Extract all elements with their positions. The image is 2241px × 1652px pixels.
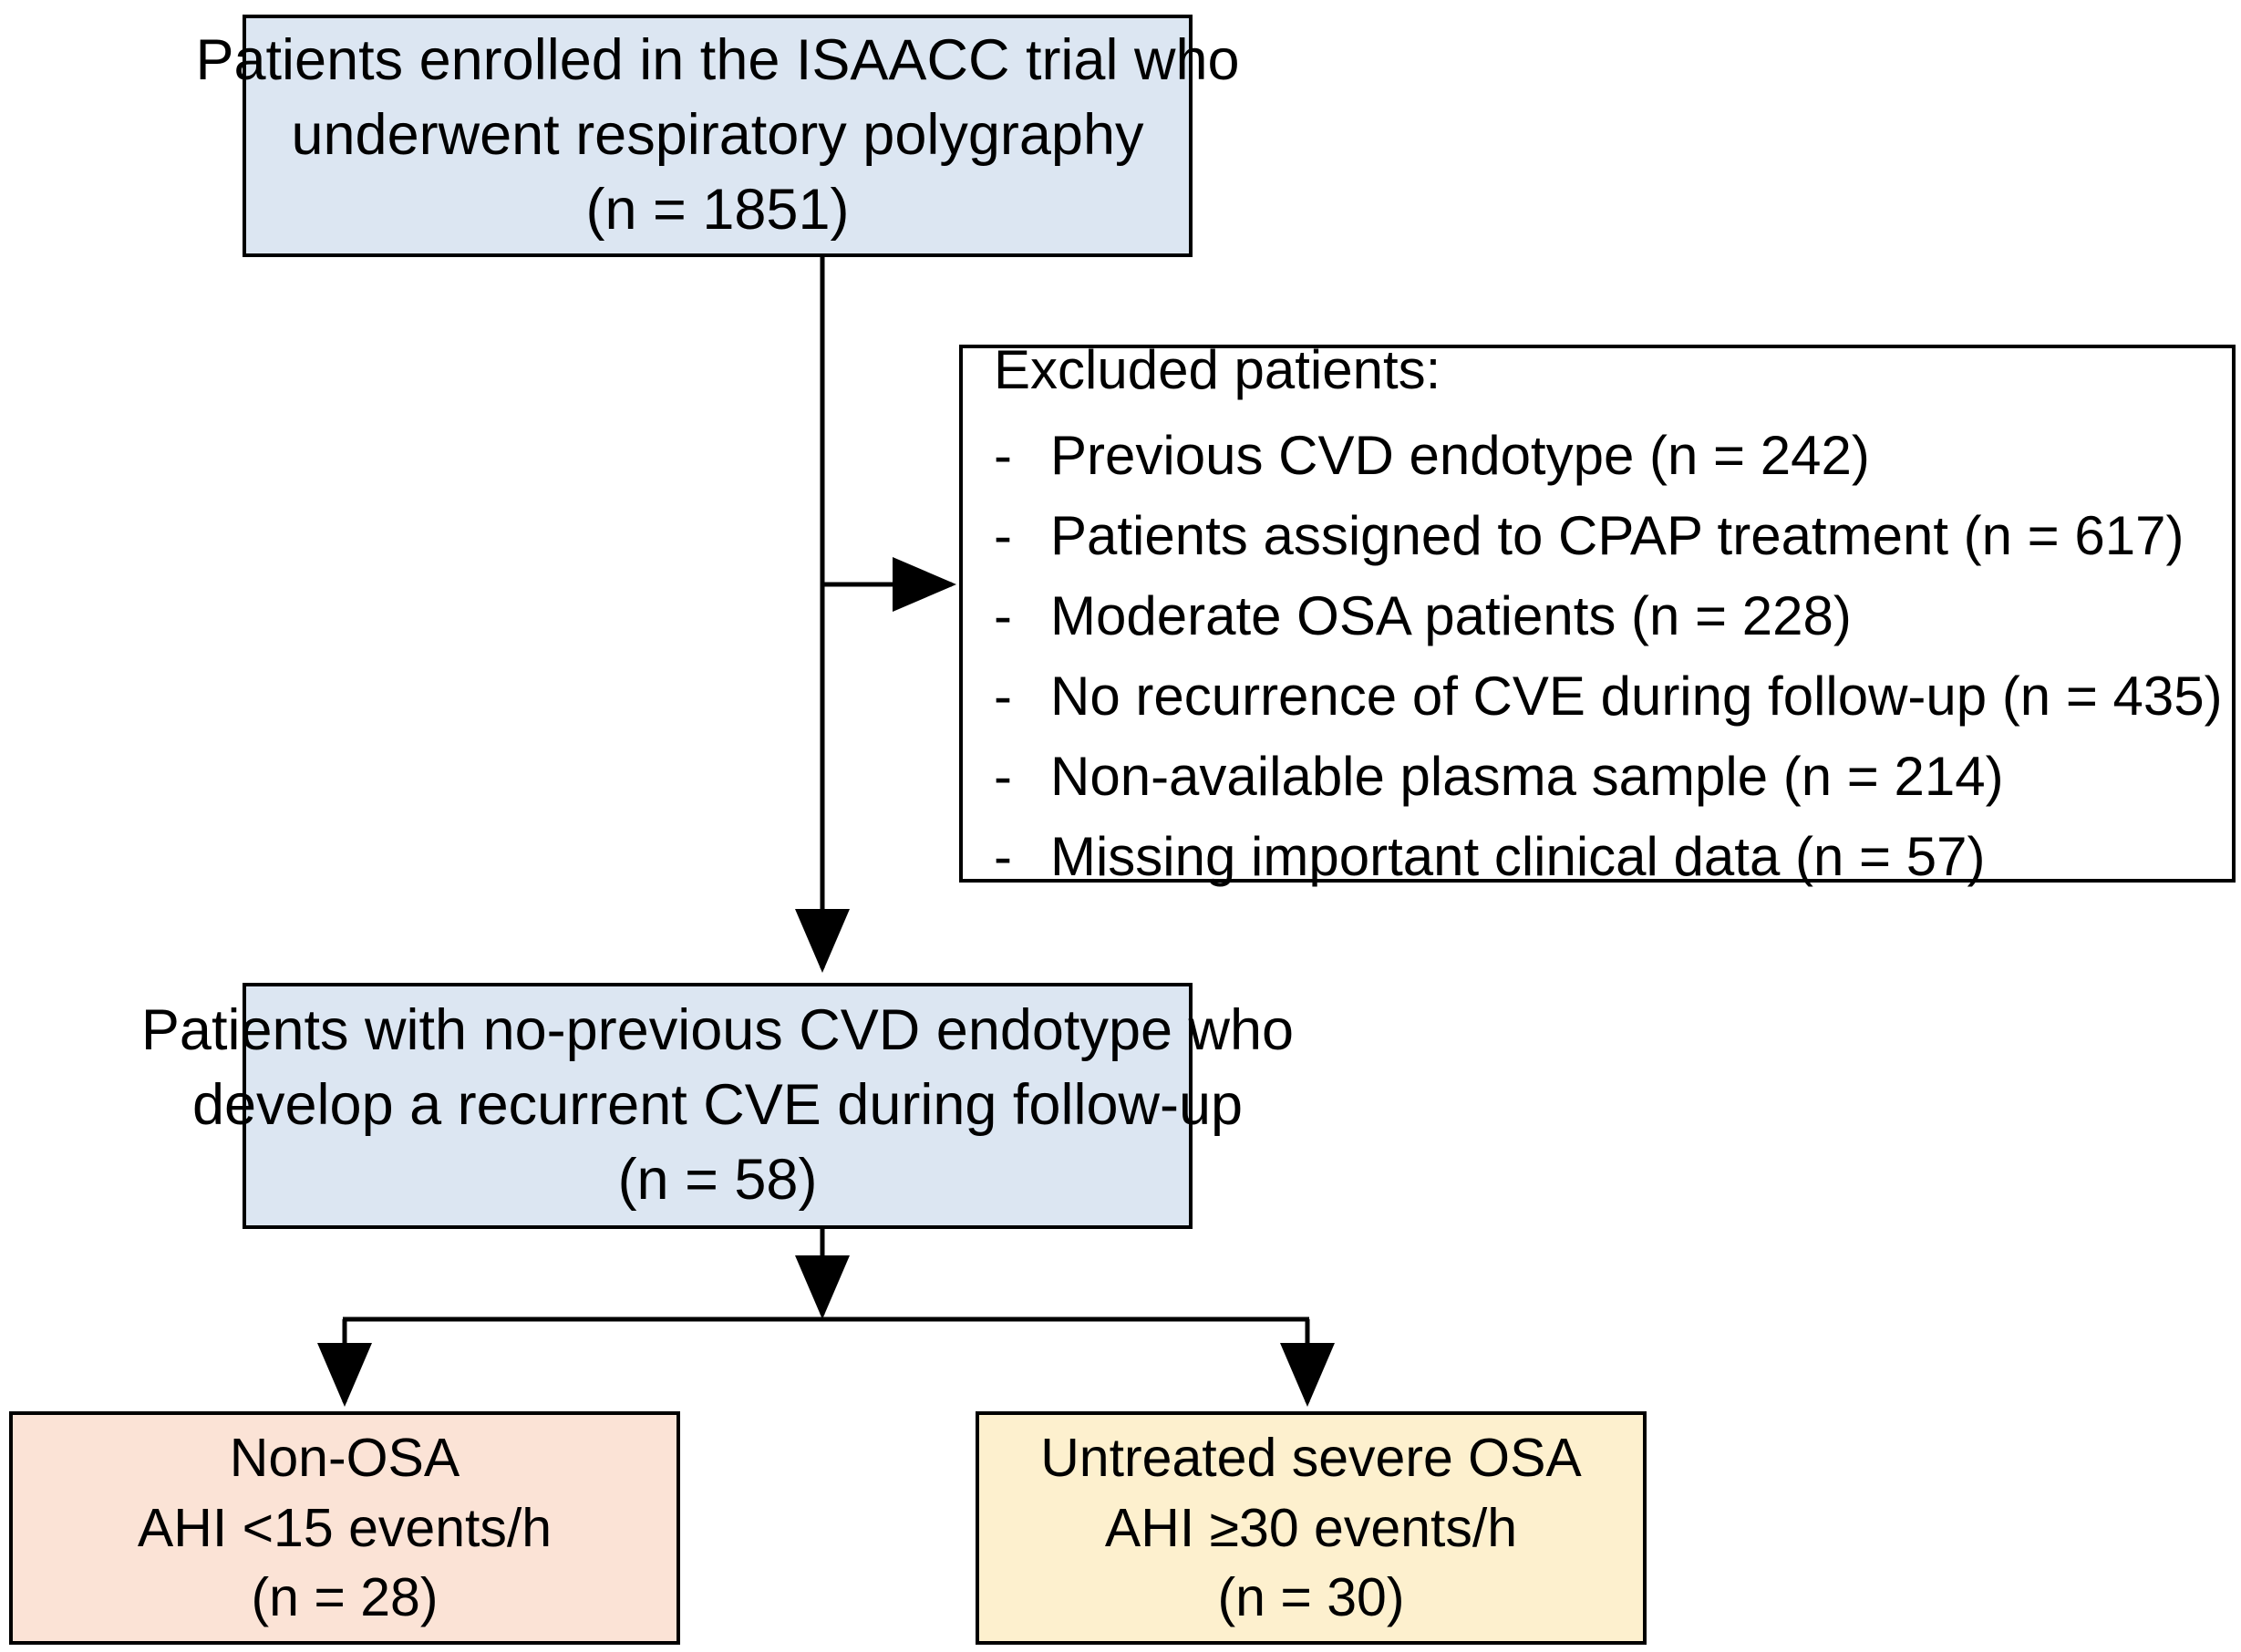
list-bullet-icon: - [994, 826, 1012, 887]
excluded-list-item: - Missing important clinical data (n = 5… [994, 821, 2223, 893]
node-enrolled-patients: Patients enrolled in the ISAACC trial wh… [195, 15, 1240, 257]
excluded-item-label: Missing important clinical data (n = 57) [1050, 826, 1986, 887]
node-non-osa-title: Non-OSA [229, 1427, 460, 1488]
node-non-osa: Non-OSA AHI <15 events/h (n = 28) [9, 1411, 680, 1645]
node-non-osa-criterion: AHI <15 events/h [137, 1497, 553, 1558]
list-bullet-icon: - [994, 746, 1012, 807]
node-excluded-patients: Excluded patients: - Previous CVD endoty… [959, 339, 2236, 887]
node-eligible-line-2: develop a recurrent CVE during follow-up [191, 1073, 1244, 1138]
excluded-item-label: No recurrence of CVE during follow-up (n… [1050, 666, 2223, 727]
excluded-list: - Previous CVD endotype (n = 242) - Pati… [994, 411, 2223, 893]
excluded-list-item: - Moderate OSA patients (n = 228) [994, 581, 2223, 652]
excluded-list-item: - Patients assigned to CPAP treatment (n… [994, 501, 2223, 572]
node-enrolled-line-2: underwent respiratory polygraphy [291, 103, 1144, 168]
node-eligible-patients: Patients with no-previous CVD endotype w… [141, 983, 1294, 1229]
excluded-list-item: - Non-available plasma sample (n = 214) [994, 741, 2223, 812]
node-severe-osa-criterion: AHI ≥30 events/h [1104, 1497, 1518, 1558]
excluded-item-label: Patients assigned to CPAP treatment (n =… [1050, 505, 2184, 566]
excluded-list-item: - No recurrence of CVE during follow-up … [994, 661, 2223, 732]
node-non-osa-count: (n = 28) [251, 1567, 439, 1628]
list-bullet-icon: - [994, 425, 1012, 486]
node-severe-osa-title: Untreated severe OSA [1040, 1427, 1582, 1488]
list-bullet-icon: - [994, 585, 1012, 646]
node-eligible-line-1: Patients with no-previous CVD endotype w… [140, 998, 1295, 1063]
excluded-list-item: - Previous CVD endotype (n = 242) [994, 420, 2223, 491]
excluded-item-label: Moderate OSA patients (n = 228) [1050, 585, 1852, 646]
node-severe-osa-count: (n = 30) [1217, 1567, 1405, 1628]
excluded-item-label: Previous CVD endotype (n = 242) [1050, 425, 1870, 486]
excluded-title: Excluded patients: [994, 339, 1441, 400]
node-enrolled-count: (n = 1851) [585, 177, 850, 242]
excluded-item-label: Non-available plasma sample (n = 214) [1050, 746, 2004, 807]
node-untreated-severe-osa: Untreated severe OSA AHI ≥30 events/h (n… [976, 1411, 1647, 1645]
list-bullet-icon: - [994, 505, 1012, 566]
list-bullet-icon: - [994, 666, 1012, 727]
node-enrolled-line-1: Patients enrolled in the ISAACC trial wh… [195, 28, 1240, 93]
node-eligible-count: (n = 58) [617, 1147, 818, 1212]
